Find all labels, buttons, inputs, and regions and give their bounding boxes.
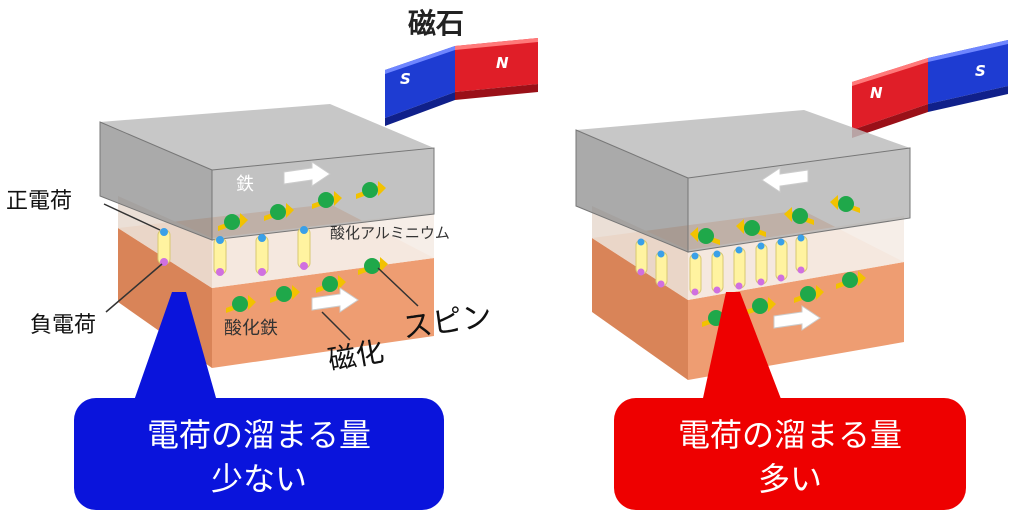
iron-label: 鉄 xyxy=(236,174,254,195)
negative-charge-dot xyxy=(797,266,805,274)
left-magnet-pole-s: S xyxy=(400,70,411,88)
positive-charge-dot xyxy=(713,250,721,258)
iron-oxide-label: 酸化鉄 xyxy=(224,318,278,339)
right-magnet-pole-n: N xyxy=(870,84,883,102)
spin-icon xyxy=(356,181,386,199)
spin-icon xyxy=(316,275,346,293)
negative-charge-dot xyxy=(300,262,308,270)
spin-icon xyxy=(746,297,776,315)
right-capacitors xyxy=(635,234,808,296)
spin-icon xyxy=(736,219,766,237)
spin-leader xyxy=(377,267,419,307)
left-spins-lower xyxy=(226,257,388,313)
positive-charge-dot xyxy=(777,238,785,246)
spin-icon xyxy=(270,285,300,303)
right-magnet-icon xyxy=(852,40,1008,138)
spin-icon xyxy=(836,271,866,289)
positive-charge-dot xyxy=(637,238,645,246)
spin-icon xyxy=(794,285,824,303)
positive-charge-dot xyxy=(797,234,805,242)
capacitor-column xyxy=(689,253,702,295)
negative-charge-dot xyxy=(216,268,224,276)
spin-icon xyxy=(226,295,256,313)
magnet-title: 磁石 xyxy=(408,7,464,40)
left-callout-line2: 少ない xyxy=(211,460,307,498)
positive-charge-leader xyxy=(103,203,161,231)
aluminum-oxide-label: 酸化アルミニウム xyxy=(330,224,450,242)
positive-charge-dot xyxy=(691,252,699,260)
spin-icon xyxy=(264,203,294,221)
positive-charge-dot xyxy=(757,242,765,250)
left-capacitors xyxy=(157,226,311,276)
positive-charge-label: 正電荷 xyxy=(6,189,72,214)
right-spins-upper xyxy=(690,195,860,245)
right-callout-line2: 多い xyxy=(758,460,822,498)
left-magnet-icon xyxy=(385,38,538,126)
spin-icon xyxy=(784,207,814,225)
right-magnet-pole-s: S xyxy=(975,62,986,80)
negative-charge-leader xyxy=(105,263,163,313)
iron-magnetization-arrow-icon xyxy=(761,167,809,193)
spin-icon xyxy=(218,213,248,231)
positive-charge-dot xyxy=(300,226,308,234)
positive-charge-dot xyxy=(160,228,168,236)
capacitor-column xyxy=(711,251,724,293)
negative-charge-label: 負電荷 xyxy=(30,313,96,338)
spin-icon xyxy=(312,191,342,209)
magnetization-leader xyxy=(321,311,351,341)
spin-icon xyxy=(830,195,860,213)
spin-icon xyxy=(690,227,720,245)
right-callout xyxy=(614,292,966,510)
positive-charge-dot xyxy=(657,250,665,258)
negative-charge-dot xyxy=(691,288,699,296)
left-magnet-pole-n: N xyxy=(496,54,509,72)
right-callout-line1: 電荷の溜まる量 xyxy=(678,416,902,454)
positive-charge-dot xyxy=(735,246,743,254)
negative-charge-dot xyxy=(657,280,665,288)
negative-charge-dot xyxy=(777,274,785,282)
negative-charge-dot xyxy=(713,286,721,294)
iron-oxide-magnetization-arrow-icon xyxy=(773,305,821,331)
left-callout-line1: 電荷の溜まる量 xyxy=(147,416,371,454)
left-callout xyxy=(74,292,444,510)
negative-charge-dot xyxy=(757,278,765,286)
positive-charge-dot xyxy=(216,236,224,244)
iron-magnetization-arrow-icon xyxy=(283,161,331,187)
capacitor-column xyxy=(755,243,768,285)
left-spins-upper xyxy=(218,181,386,231)
negative-charge-dot xyxy=(258,268,266,276)
capacitor-column xyxy=(733,247,746,289)
iron-oxide-magnetization-arrow-icon xyxy=(311,287,359,313)
negative-charge-dot xyxy=(735,282,743,290)
negative-charge-dot xyxy=(637,268,645,276)
positive-charge-dot xyxy=(258,234,266,242)
capacitor-column xyxy=(775,239,788,281)
